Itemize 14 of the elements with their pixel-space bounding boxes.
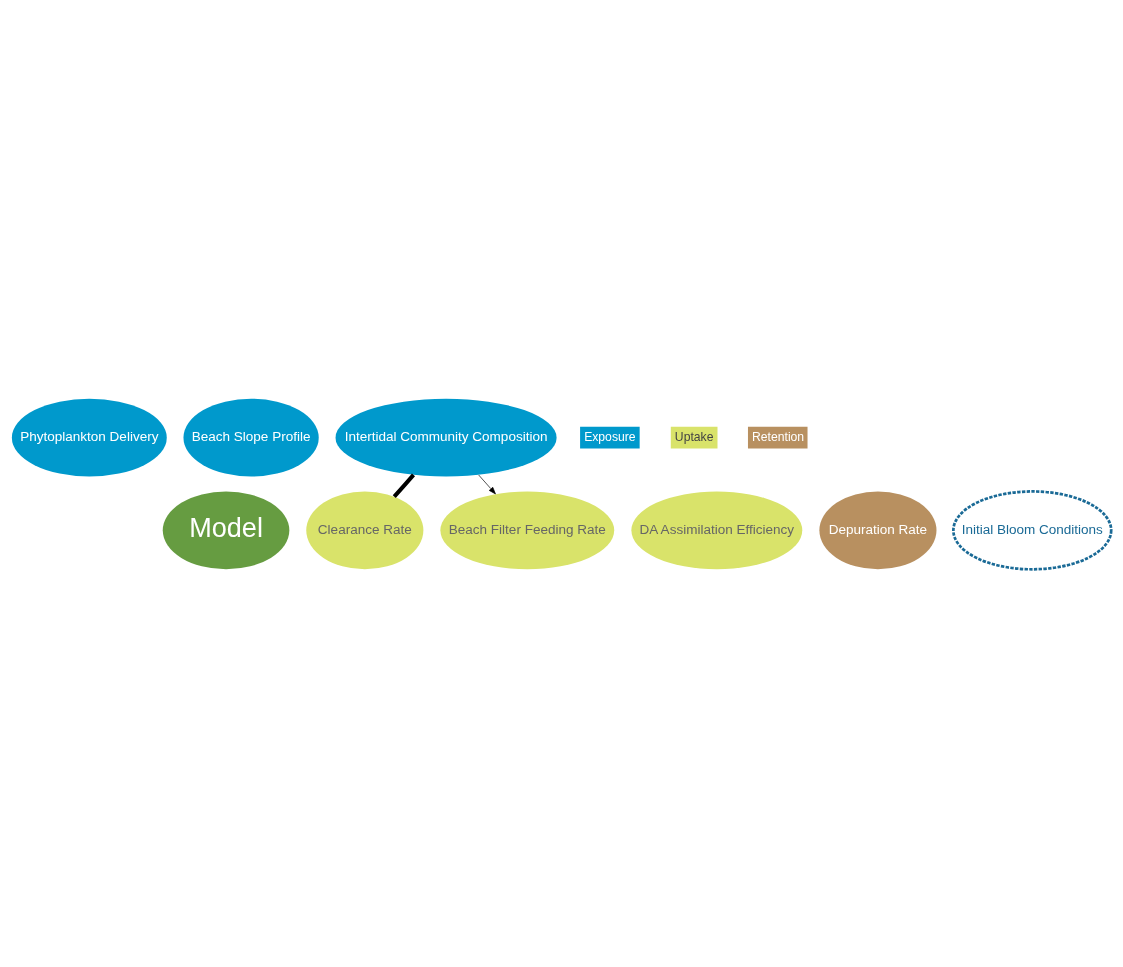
legend-label: Exposure (584, 429, 636, 444)
node-ellipse: Depuration Rate (819, 490, 937, 569)
node-ellipse: DA Assimilation Efficiency (631, 490, 803, 569)
node-ellipse: Model (162, 490, 290, 569)
node-ellipse: Intertidal Community Composition (335, 398, 557, 477)
node-ellipse: Clearance Rate (306, 490, 424, 569)
node-ellipse: Initial Bloom Conditions (952, 489, 1113, 571)
node-ellipse: Beach Filter Feeding Rate (440, 490, 615, 569)
node-ellipse: Beach Slope Profile (183, 398, 319, 477)
legend-label: Retention (752, 429, 805, 444)
node-ellipse: Phytoplankton Delivery (11, 398, 167, 477)
legend-label: Uptake (674, 429, 714, 444)
arrow (478, 474, 496, 494)
connector (392, 473, 415, 498)
